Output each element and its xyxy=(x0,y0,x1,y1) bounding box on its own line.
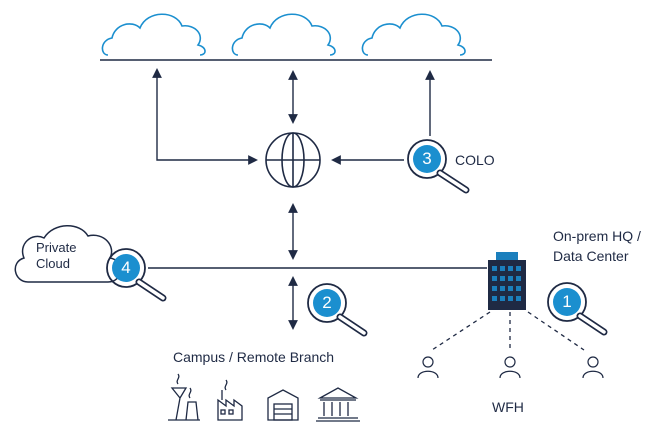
left-cloud-connector xyxy=(152,68,258,165)
user-icon xyxy=(499,356,521,379)
power-plant-icon xyxy=(168,373,200,421)
public-clouds xyxy=(101,13,466,56)
private-cloud-label: Private Cloud xyxy=(36,240,77,271)
cloud-icon xyxy=(361,13,466,56)
colo-label: COLO xyxy=(455,152,495,168)
wfh-link-left xyxy=(431,311,491,351)
wfh-link-right xyxy=(527,311,585,351)
cloud-icon xyxy=(101,13,206,56)
magnifier-icon-1 xyxy=(547,282,608,336)
globe-icon xyxy=(265,132,321,188)
onprem-label: On-prem HQ / Data Center xyxy=(553,228,641,264)
warehouse-icon xyxy=(267,389,299,421)
magnifier-icon-4 xyxy=(106,248,167,302)
magnifier-icon-2 xyxy=(307,283,368,337)
badge-1: 1 xyxy=(553,288,581,316)
badge-3: 3 xyxy=(413,145,441,173)
badge-4: 4 xyxy=(112,254,140,282)
user-icon xyxy=(417,356,439,379)
cloud-icon xyxy=(231,13,336,56)
bank-icon xyxy=(316,387,360,422)
factory-icon xyxy=(217,379,243,421)
badge-2: 2 xyxy=(313,289,341,317)
user-icon xyxy=(582,356,604,379)
magnifier-icon-3 xyxy=(407,139,470,194)
wfh-label: WFH xyxy=(492,399,524,415)
building-icon xyxy=(488,252,526,310)
campus-label: Campus / Remote Branch xyxy=(173,349,335,365)
